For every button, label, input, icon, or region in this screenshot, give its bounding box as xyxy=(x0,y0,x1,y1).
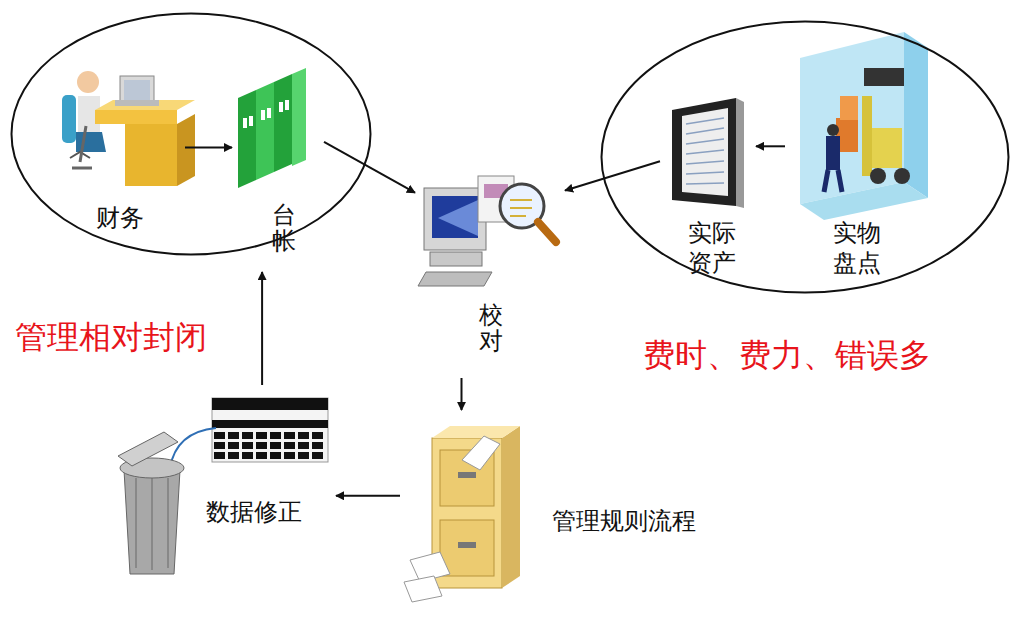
filing-cabinet-icon xyxy=(404,426,520,602)
table-cell xyxy=(256,432,267,439)
right-region-ellipse: 实际资产 实物盘点 xyxy=(600,20,1010,294)
table-cell xyxy=(298,452,309,459)
table-cell xyxy=(214,442,225,449)
table-cell xyxy=(214,452,225,459)
check-node: 校对 xyxy=(415,160,565,378)
node-text: 校对 xyxy=(479,302,503,355)
table-cell xyxy=(256,442,267,449)
table-cell xyxy=(298,442,309,449)
node-text: 数据修正 xyxy=(206,497,302,527)
red-note: 费时、费力、错误多 xyxy=(643,334,931,378)
flow-arrow xyxy=(756,145,785,147)
flow-arrow xyxy=(336,495,400,497)
finance-clerk-icon xyxy=(62,71,195,186)
flow-arrow xyxy=(261,272,263,385)
flow-arrow xyxy=(185,147,232,149)
data-correction-node: 数据修正 xyxy=(110,385,336,590)
table-cell xyxy=(242,452,253,459)
actual-assets-node: 实际资产 xyxy=(660,88,756,286)
asset-list-icon xyxy=(672,98,744,208)
table-cell xyxy=(312,452,323,459)
table-cell xyxy=(228,452,239,459)
rules-process-node: 管理规则流程 xyxy=(400,410,735,605)
table-cell xyxy=(242,442,253,449)
ellipse-outline xyxy=(600,20,1010,294)
node-text: 实物盘点 xyxy=(833,218,881,278)
node-text: 管理规则流程 xyxy=(552,506,696,536)
table-cell xyxy=(270,432,281,439)
left-region-ellipse: 财务 台帐 xyxy=(10,12,372,256)
red-note: 管理相对封闭 xyxy=(15,316,207,360)
table-cell xyxy=(214,432,225,439)
node-text: 实际资产 xyxy=(688,218,736,278)
table-cell xyxy=(228,442,239,449)
ellipse-outline xyxy=(10,12,372,256)
table-cell xyxy=(256,452,267,459)
table-cell xyxy=(312,442,323,449)
finance-node: 财务 xyxy=(55,65,185,237)
table-cell xyxy=(228,432,239,439)
table-cell xyxy=(284,432,295,439)
flow-arrow xyxy=(461,378,463,410)
stocktake-room-icon xyxy=(800,32,928,220)
flow-arrow xyxy=(565,161,660,190)
stocktake-node: 实物盘点 xyxy=(785,32,931,286)
node-text: 财务 xyxy=(96,203,144,233)
table-cell xyxy=(312,432,323,439)
table-cell xyxy=(284,452,295,459)
ellipse-line xyxy=(12,14,371,255)
check-computer-icon xyxy=(418,176,556,286)
ledger-node: 台帐 xyxy=(232,62,324,272)
table-cell xyxy=(242,432,253,439)
ellipse-line xyxy=(602,22,1009,293)
table-cell xyxy=(284,442,295,449)
table-cell xyxy=(270,442,281,449)
table-cell xyxy=(270,452,281,459)
data-table-icon xyxy=(164,398,328,470)
ledger-binders-icon xyxy=(238,68,306,188)
trash-can-icon xyxy=(118,432,184,574)
node-text: 台帐 xyxy=(272,202,296,255)
table-cell xyxy=(298,432,309,439)
